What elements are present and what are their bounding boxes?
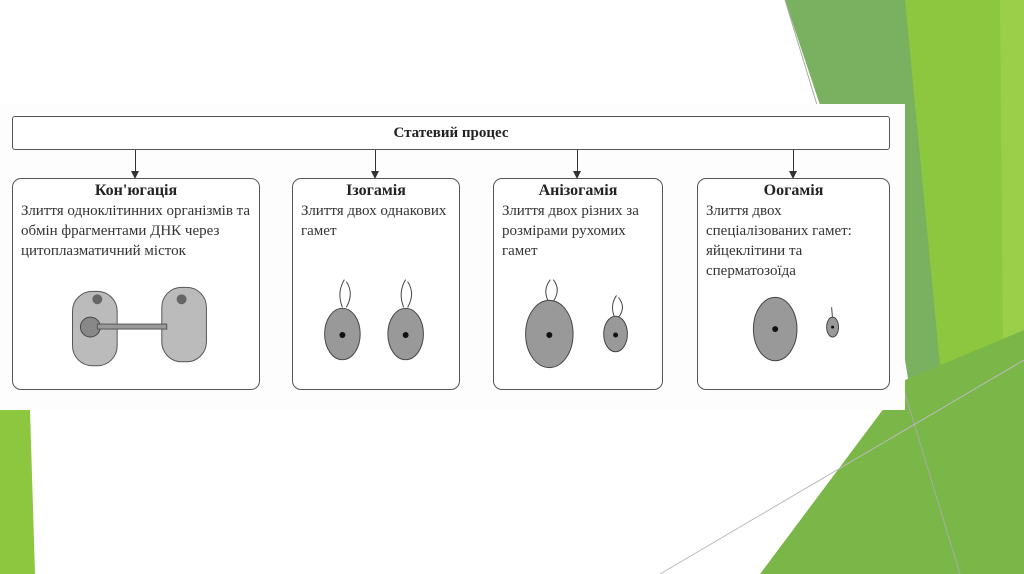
box-text: Злиття одноклітинних організмів та обмін…: [21, 203, 251, 259]
arrow-icon: [789, 150, 797, 179]
green-shape: [0, 410, 35, 574]
box-text: Злиття двох спеціалізованих гамет: яйцек…: [706, 203, 852, 279]
box-isogamy: Ізогамія Злиття двох однакових гамет: [292, 178, 460, 390]
isogamy-illustration: [324, 279, 424, 361]
diagram-title: Статевий процес: [12, 116, 890, 150]
thin-line: [659, 359, 1024, 574]
box-conjugation: Кон'югація Злиття одноклітинних організм…: [12, 178, 260, 390]
box-title: Оогамія: [763, 182, 824, 199]
sexual-process-diagram: Статевий процес Кон'югація Злиття однокл…: [0, 104, 905, 410]
box-text: Злиття двох однакових гамет: [301, 203, 447, 239]
arrow-icon: [371, 150, 379, 179]
oogamy-illustration: [752, 296, 840, 362]
box-anisogamy: Анізогамія Злиття двох різних за розміра…: [493, 178, 663, 390]
box-title: Кон'югація: [94, 182, 178, 199]
box-oogamy: Оогамія Злиття двох спеціалізованих гаме…: [697, 178, 890, 390]
box-title: Ізогамія: [346, 182, 406, 199]
green-shape: [760, 330, 1024, 574]
box-text: Злиття двох різних за розмірами рухомих …: [502, 203, 639, 259]
arrow-icon: [131, 150, 139, 179]
anisogamy-illustration: [525, 279, 628, 369]
arrow-icon: [573, 150, 581, 179]
box-title: Анізогамія: [538, 182, 618, 199]
conjugation-illustration: [72, 286, 207, 367]
